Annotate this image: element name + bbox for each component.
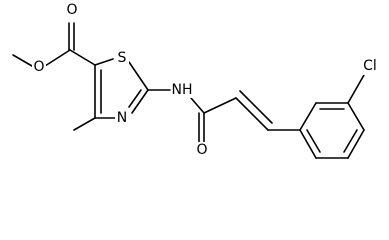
bond <box>235 97 269 131</box>
amide-carbonyl-oxygen: O <box>195 142 209 159</box>
bond <box>69 49 96 66</box>
amide-nitrogen: NH <box>171 81 193 98</box>
atom-label: O <box>66 2 77 18</box>
bond <box>299 129 317 159</box>
methoxy-oxygen: O <box>32 59 46 76</box>
bond <box>44 49 71 67</box>
bond <box>128 61 149 91</box>
thiazole-sulfur: S <box>115 50 129 67</box>
atom-label: S <box>118 50 127 66</box>
bond <box>343 129 358 153</box>
bond <box>73 117 96 131</box>
bond <box>203 97 237 114</box>
bond <box>347 102 365 131</box>
atom-label: Cl <box>363 58 377 74</box>
bond <box>128 89 142 108</box>
bond <box>94 58 114 66</box>
chlorine: Cl <box>359 58 381 75</box>
thiazole-nitrogen: N <box>115 110 129 127</box>
atom-labels: O O S NH N O Cl <box>32 2 381 159</box>
bond <box>12 54 33 67</box>
atom-label: NH <box>172 82 193 98</box>
bond <box>347 74 365 104</box>
atom-label: O <box>196 142 207 158</box>
molecule-diagram: O O S NH N O Cl <box>12 2 381 159</box>
ester-carbonyl-oxygen: O <box>65 2 79 19</box>
bonds <box>12 22 365 159</box>
atom-label: N <box>117 110 127 126</box>
atom-label: O <box>33 59 44 75</box>
bond <box>347 129 365 159</box>
bond <box>239 90 273 124</box>
bond <box>131 89 149 114</box>
bond <box>190 97 205 114</box>
bond <box>306 129 321 153</box>
bond <box>299 102 317 131</box>
